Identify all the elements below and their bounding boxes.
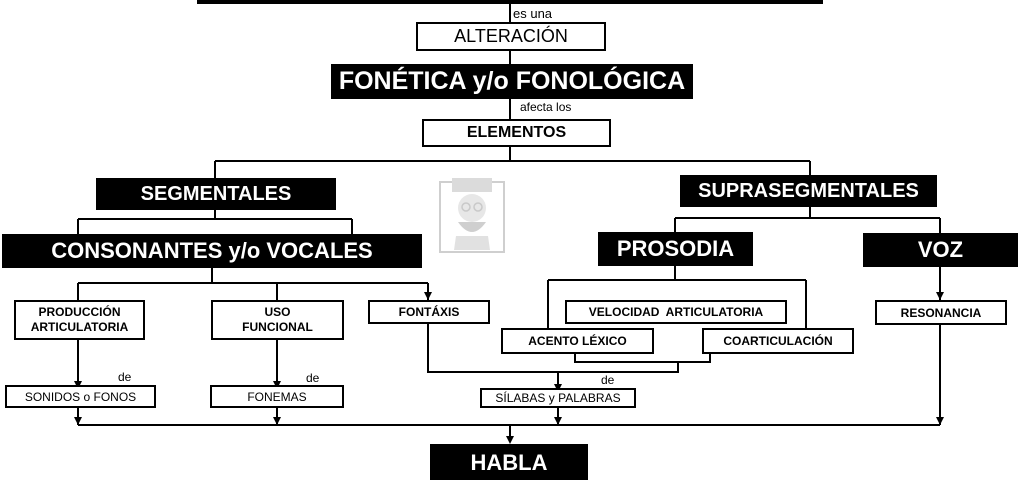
node-fonetica-fonologica: FONÉTICA y/o FONOLÓGICA [331, 64, 693, 99]
node-prosodia: PROSODIA [598, 232, 753, 266]
connector-de-sonidos: de [118, 370, 132, 384]
watermark [432, 176, 512, 268]
node-suprasegmentales: SUPRASEGMENTALES [680, 175, 937, 207]
node-habla: HABLA [430, 444, 588, 480]
node-produccion-articulatoria: PRODUCCIÓN ARTICULATORIA [14, 300, 145, 340]
connector-de-silabas: de [601, 373, 615, 387]
node-uso-funcional: USO FUNCIONAL [211, 300, 344, 340]
character-logo-icon [439, 178, 505, 253]
connector-es-una: es una [513, 6, 553, 21]
node-segmentales: SEGMENTALES [96, 178, 336, 210]
node-alteracion: ALTERACIÓN [416, 22, 606, 51]
connector-afecta-los: afecta los [520, 100, 572, 114]
node-velocidad-articulatoria: VELOCIDAD ARTICULATORIA [565, 300, 787, 324]
connector-de-fonemas: de [306, 371, 320, 385]
node-coarticulacion: COARTICULACIÓN [702, 328, 854, 354]
node-resonancia: RESONANCIA [875, 300, 1007, 325]
node-silabas-palabras: SÍLABAS y PALABRAS [480, 388, 636, 408]
node-consonantes-vocales: CONSONANTES y/o VOCALES [2, 234, 422, 268]
node-acento-lexico: ACENTO LÉXICO [501, 328, 654, 354]
node-voz: VOZ [863, 233, 1018, 267]
node-sonidos-fonos: SONIDOS o FONOS [5, 385, 156, 408]
node-fontaxis: FONTÁXIS [368, 300, 490, 324]
node-fonemas: FONEMAS [210, 385, 344, 408]
node-elementos: ELEMENTOS [422, 119, 611, 147]
connector-lines [74, 4, 944, 444]
top-title-bar [197, 0, 823, 4]
